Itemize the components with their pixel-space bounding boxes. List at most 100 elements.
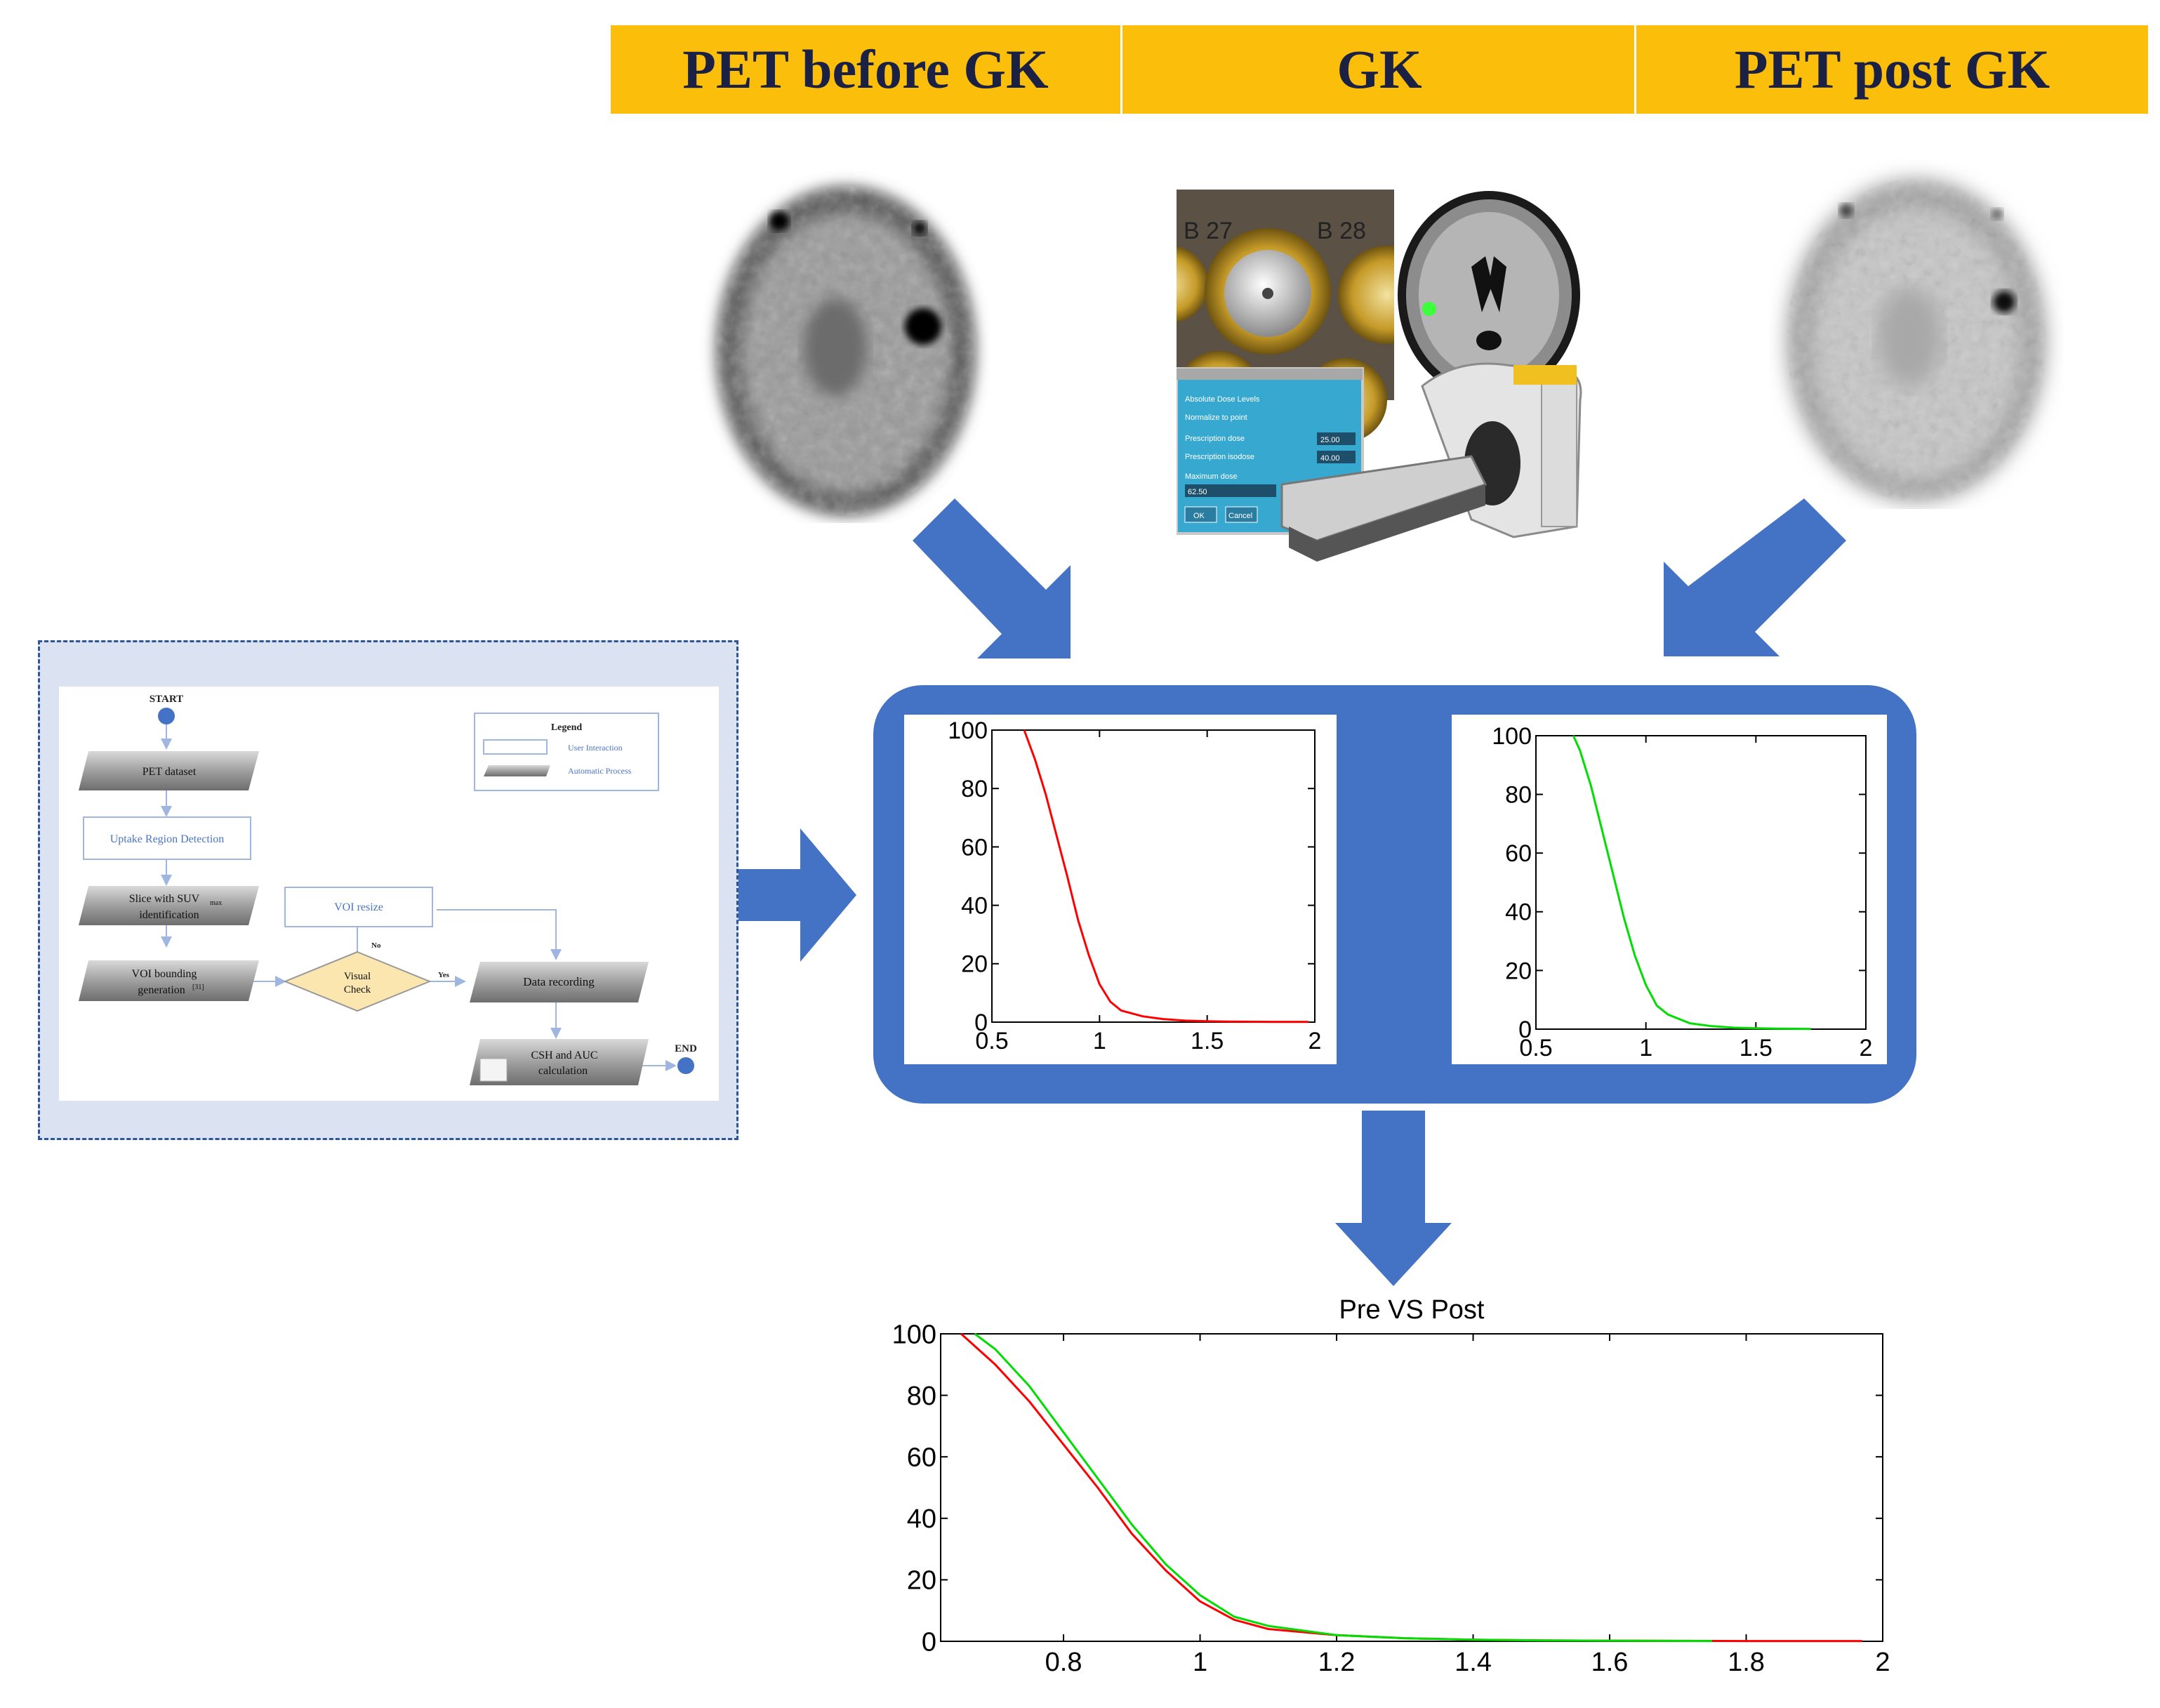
chart-2-ytick-label-4: 80 xyxy=(907,1382,936,1411)
chart-post-background xyxy=(1452,715,1887,1064)
chart-0-xtick-label-1: 1 xyxy=(1093,1028,1106,1054)
chart-0-ytick-label-5: 100 xyxy=(948,717,988,744)
flow-step-csh-label-1: CSH and AUC xyxy=(531,1050,597,1061)
flow-legend-title: Legend xyxy=(551,722,583,733)
flow-step-slice-label-1: Slice with SUV xyxy=(129,893,200,905)
chart-0-ytick-label-4: 80 xyxy=(961,776,988,802)
dialog-line-4: Prescription isodose xyxy=(1185,453,1254,461)
chart-0-ytick-label-1: 20 xyxy=(961,951,988,978)
chart-2-xtick-label-4: 1.6 xyxy=(1591,1648,1629,1677)
chart-1-series-0-line xyxy=(1572,735,1811,1031)
flow-start-label: START xyxy=(150,694,183,705)
chart-1-xtick-label-0: 0.5 xyxy=(1519,1035,1552,1061)
chart-2-title: Pre VS Post xyxy=(1339,1295,1485,1325)
flow-visual-check-label-2: Check xyxy=(344,984,371,995)
arrow-panel-down xyxy=(1335,1111,1452,1286)
chart-2-xtick-label-0: 0.8 xyxy=(1045,1648,1082,1677)
chart-2-xtick-label-2: 1.2 xyxy=(1318,1648,1356,1677)
chart-1-ytick-label-5: 100 xyxy=(1492,723,1532,750)
dialog-line-3: Prescription dose xyxy=(1185,435,1245,443)
chart-1-xtick-label-3: 2 xyxy=(1860,1035,1873,1061)
chart-0-ytick-label-3: 60 xyxy=(961,834,988,861)
chart-1-ytick-label-4: 80 xyxy=(1505,782,1532,809)
flow-step-pet-dataset-label: PET dataset xyxy=(143,766,197,778)
collimator-label-b27: B 27 xyxy=(1184,218,1233,244)
chart-2-ytick-label-5: 100 xyxy=(892,1320,936,1349)
chart-2-xtick-label-1: 1 xyxy=(1193,1648,1207,1677)
flow-visual-check xyxy=(283,951,432,1012)
arrow-pet-before-down-right xyxy=(913,498,1071,658)
pet-before-scan-image xyxy=(705,176,986,519)
flow-end-label: END xyxy=(675,1043,697,1054)
dialog-line-2: Normalize to point xyxy=(1185,413,1247,422)
flowchart-diagram: START END PET dataset Uptake Region Dete… xyxy=(79,694,697,1085)
flow-step-voi-resize-label: VOI resize xyxy=(334,901,383,913)
flow-step-slice-label-2: identification xyxy=(139,909,199,921)
header-gk: GK xyxy=(1120,25,1636,114)
flow-step-csh-auc xyxy=(470,1039,649,1085)
flow-step-voi-resize xyxy=(284,887,433,927)
flow-step-slice xyxy=(79,886,259,925)
header-pet-before: PET before GK xyxy=(611,25,1120,114)
chart-2-series-0-line xyxy=(960,1332,1862,1643)
chart-2-xtick-label-3: 1.4 xyxy=(1455,1648,1492,1677)
flow-step-slice-sub: max xyxy=(210,899,222,907)
chart-1-xtick-label-1: 1 xyxy=(1639,1035,1652,1061)
chart-0-xtick-label-3: 2 xyxy=(1308,1028,1322,1054)
dialog-value-3: 62.50 xyxy=(1188,488,1207,496)
flow-step-uptake-label: Uptake Region Detection xyxy=(110,833,225,845)
chart-0-ytick-label-0: 0 xyxy=(974,1009,988,1036)
dialog-cancel-label: Cancel xyxy=(1228,512,1252,520)
flow-legend-item-1: User Interaction xyxy=(568,743,623,753)
flow-step-csh-label-2: calculation xyxy=(538,1065,588,1077)
chart-0-xtick-label-2: 1.5 xyxy=(1191,1028,1224,1054)
collimator-label-b28: B 28 xyxy=(1317,218,1366,244)
dialog-line-1: Absolute Dose Levels xyxy=(1185,395,1260,404)
chart-2-series-1-line xyxy=(974,1332,1712,1643)
flow-yes-label: Yes xyxy=(438,971,450,979)
chart-2-ytick-label-0: 0 xyxy=(922,1627,936,1657)
dialog-line-5: Maximum dose xyxy=(1185,472,1238,481)
chart-2-axes-frame xyxy=(940,1333,1883,1642)
flow-step-data-recording xyxy=(470,962,649,1002)
flow-step-voi-bounding xyxy=(79,960,259,1001)
chart-2-ytick-label-3: 60 xyxy=(907,1443,936,1473)
chart-0-ytick-label-2: 40 xyxy=(961,893,988,920)
chart-0-series-0-line xyxy=(1023,729,1308,1024)
dialog-value-2: 40.00 xyxy=(1320,454,1340,463)
chart-1-axes-frame xyxy=(1535,735,1867,1030)
chart-2-ytick-label-1: 20 xyxy=(907,1566,936,1596)
flow-end-node xyxy=(677,1057,694,1074)
flow-step-voi-label-2: generation xyxy=(138,984,185,996)
chart-1-ytick-label-2: 40 xyxy=(1505,899,1532,926)
header-pet-post: PET post GK xyxy=(1634,25,2148,114)
flow-step-voi-label-1: VOI bounding xyxy=(132,968,197,980)
dialog-value-1: 25.00 xyxy=(1320,436,1340,444)
arrow-flowchart-right xyxy=(674,828,856,962)
chart-1-ytick-label-0: 0 xyxy=(1518,1017,1532,1043)
arrow-pet-post-down-left xyxy=(1664,498,1846,656)
flow-step-voi-ref: [31] xyxy=(192,984,204,991)
chart-2-xtick-label-5: 1.8 xyxy=(1728,1648,1765,1677)
chart-1-xtick-label-2: 1.5 xyxy=(1740,1035,1773,1061)
flow-step-uptake xyxy=(83,816,251,860)
flow-start-node xyxy=(158,708,175,724)
gamma-knife-montage-image: B 27 B 28 Absolute Dose Levels Normalize… xyxy=(1177,190,1584,562)
flow-legend-item-2: Automatic Process xyxy=(568,766,632,776)
dialog-ok-label: OK xyxy=(1193,512,1205,520)
pet-post-scan-image xyxy=(1787,179,2046,502)
flow-step-pet-dataset xyxy=(79,751,259,790)
chart-0-xtick-label-0: 0.5 xyxy=(975,1028,1008,1054)
flow-step-data-recording-label: Data recording xyxy=(523,975,595,988)
flow-visual-check-label-1: Visual xyxy=(344,971,371,982)
flow-no-label: No xyxy=(371,941,381,950)
chart-2-ytick-label-2: 40 xyxy=(907,1504,936,1534)
chart-1-ytick-label-3: 60 xyxy=(1505,840,1532,867)
chart-1-ytick-label-1: 20 xyxy=(1505,958,1532,984)
chart-pre-background xyxy=(904,715,1337,1064)
chart-2-xtick-label-6: 2 xyxy=(1875,1648,1890,1677)
chart-0-axes-frame xyxy=(991,729,1316,1023)
